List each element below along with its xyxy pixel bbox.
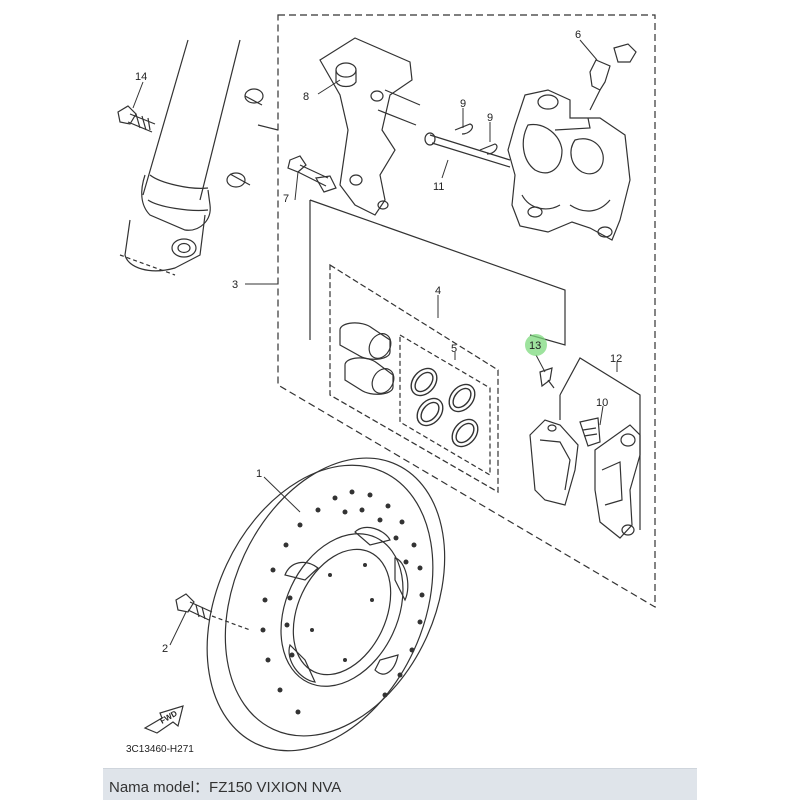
fwd-arrow-icon: FWD	[143, 705, 184, 734]
callout-4: 4	[435, 285, 441, 297]
callout-2: 2	[162, 643, 168, 655]
front-fork	[119, 39, 264, 276]
exploded-parts-diagram: FWD 1 2 3 4 5 6 7 8 9 9 10 11 12 13 14 3…	[117, 14, 656, 755]
diagram-code: 3C13460-H271	[126, 744, 194, 755]
fork-bolt	[117, 105, 156, 133]
pad-group-bracket	[559, 357, 641, 530]
callout-9-b: 9	[487, 112, 493, 124]
callout-10: 10	[596, 397, 608, 409]
callout-6: 6	[575, 29, 581, 41]
callout-8: 8	[303, 91, 309, 103]
model-name-text: Nama model：FZ150 VIXION NVA	[109, 779, 342, 796]
callout-1: 1	[256, 468, 262, 480]
piston-kit-frame	[329, 263, 499, 494]
caliper-group-box	[257, 124, 566, 346]
disc-holes	[260, 489, 425, 715]
seal-rings	[410, 367, 479, 448]
disc-bolt	[175, 593, 251, 631]
pistons	[339, 322, 395, 395]
bleed-screw	[589, 43, 637, 111]
pin-clips	[454, 123, 498, 155]
caliper-bracket	[319, 37, 421, 216]
caliper-assembly-frame	[277, 14, 656, 609]
brake-disc	[206, 457, 446, 752]
callout-13-highlight	[525, 334, 547, 356]
callout-3: 3	[232, 279, 238, 291]
model-name-bar: Nama model：FZ150 VIXION NVA	[103, 768, 697, 800]
brake-pads	[529, 417, 641, 539]
bracket-bolts	[287, 155, 337, 193]
callout-14: 14	[135, 71, 147, 83]
callout-9-a: 9	[460, 98, 466, 110]
callout-leaders	[132, 39, 618, 646]
pad-spring	[539, 367, 555, 389]
pad-pin	[424, 132, 511, 168]
callout-13: 13	[529, 340, 541, 352]
callout-7: 7	[283, 193, 289, 205]
seal-kit-frame	[399, 333, 491, 477]
callout-12: 12	[610, 353, 622, 365]
callout-5: 5	[451, 343, 457, 355]
callout-11: 11	[433, 181, 444, 193]
caliper-body	[507, 89, 631, 241]
